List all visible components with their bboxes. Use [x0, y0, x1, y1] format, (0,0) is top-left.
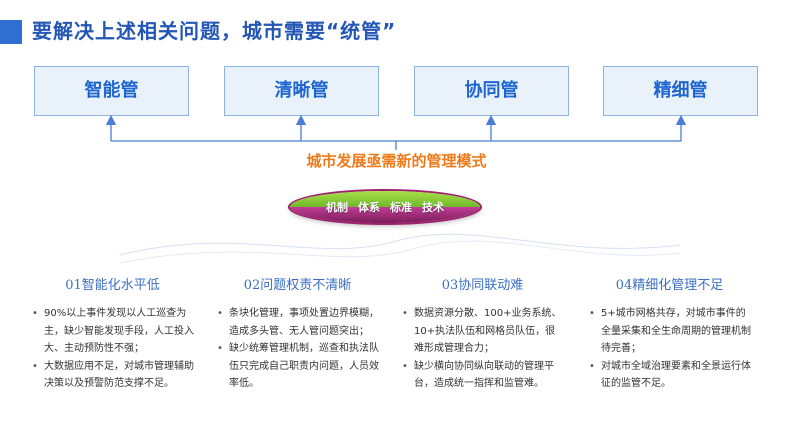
pill-top-half: [290, 191, 480, 207]
box-smart-management: 智能管: [34, 66, 189, 116]
column-coordination: 03协同联动难 数据资源分散、100+业务系统、10+执法队伍和网格员队伍，很难…: [400, 274, 565, 393]
list-item: 90%以上事件发现以人工巡查为主，缺少智能发现手段，人工投入大、主动预防性不强；: [30, 305, 195, 358]
list-item: 对城市全域治理要素和全景运行体征的监管不足。: [587, 358, 752, 393]
column-title: 01智能化水平低: [65, 278, 160, 293]
pill-item-technology: 技术: [422, 201, 444, 214]
box-collaborative-management: 协同管: [414, 66, 569, 116]
list-item: 大数据应用不足，对城市管理辅助决策以及预警防范支撑不足。: [30, 358, 195, 393]
list-item: 5+城市网格共存，对城市事件的全量采集和全生命周期的管理机制待完善；: [587, 305, 752, 358]
column-intelligence: 01智能化水平低 90%以上事件发现以人工巡查为主，缺少智能发现手段，人工投入大…: [30, 274, 195, 393]
list-item: 缺少横向协同纵向联动的管理平台，造成统一指挥和监管难。: [400, 358, 565, 393]
column-title: 04精细化管理不足: [615, 278, 724, 293]
column-refinement: 04精细化管理不足 5+城市网格共存，对城市事件的全量采集和全生命周期的管理机制…: [587, 274, 752, 393]
mode-title: 城市发展亟需新的管理模式: [306, 152, 487, 170]
box-clear-management: 清晰管: [224, 66, 379, 116]
connector-lines: [105, 114, 687, 150]
list-item: 缺少统筹管理机制，巡查和执法队伍只完成自己职责内问题，人员效率低。: [215, 340, 380, 393]
column-title: 02问题权责不清晰: [243, 278, 352, 293]
box-refined-management: 精细管: [603, 66, 758, 116]
column-responsibility: 02问题权责不清晰 条块化管理，事项处置边界模糊，造成多头管、无人管问题突出； …: [215, 274, 380, 393]
title-accent-bar: [0, 20, 22, 44]
pill-item-system: 体系: [358, 201, 380, 214]
pill-labels: 机制 体系 标准 技术: [290, 191, 480, 223]
pill-bottom-half: [290, 207, 480, 223]
decorative-wave: [120, 233, 680, 264]
list-item: 数据资源分散、100+业务系统、10+执法队伍和网格员队伍，很难形成管理合力；: [400, 305, 565, 358]
pill-item-standard: 标准: [390, 201, 412, 214]
pill-item-mechanism: 机制: [326, 201, 348, 214]
page-title: 要解决上述相关问题，城市需要“统管”: [32, 19, 397, 43]
column-title: 03协同联动难: [441, 278, 524, 293]
list-item: 条块化管理，事项处置边界模糊，造成多头管、无人管问题突出；: [215, 305, 380, 340]
mode-pill: 机制 体系 标准 技术: [290, 191, 480, 223]
